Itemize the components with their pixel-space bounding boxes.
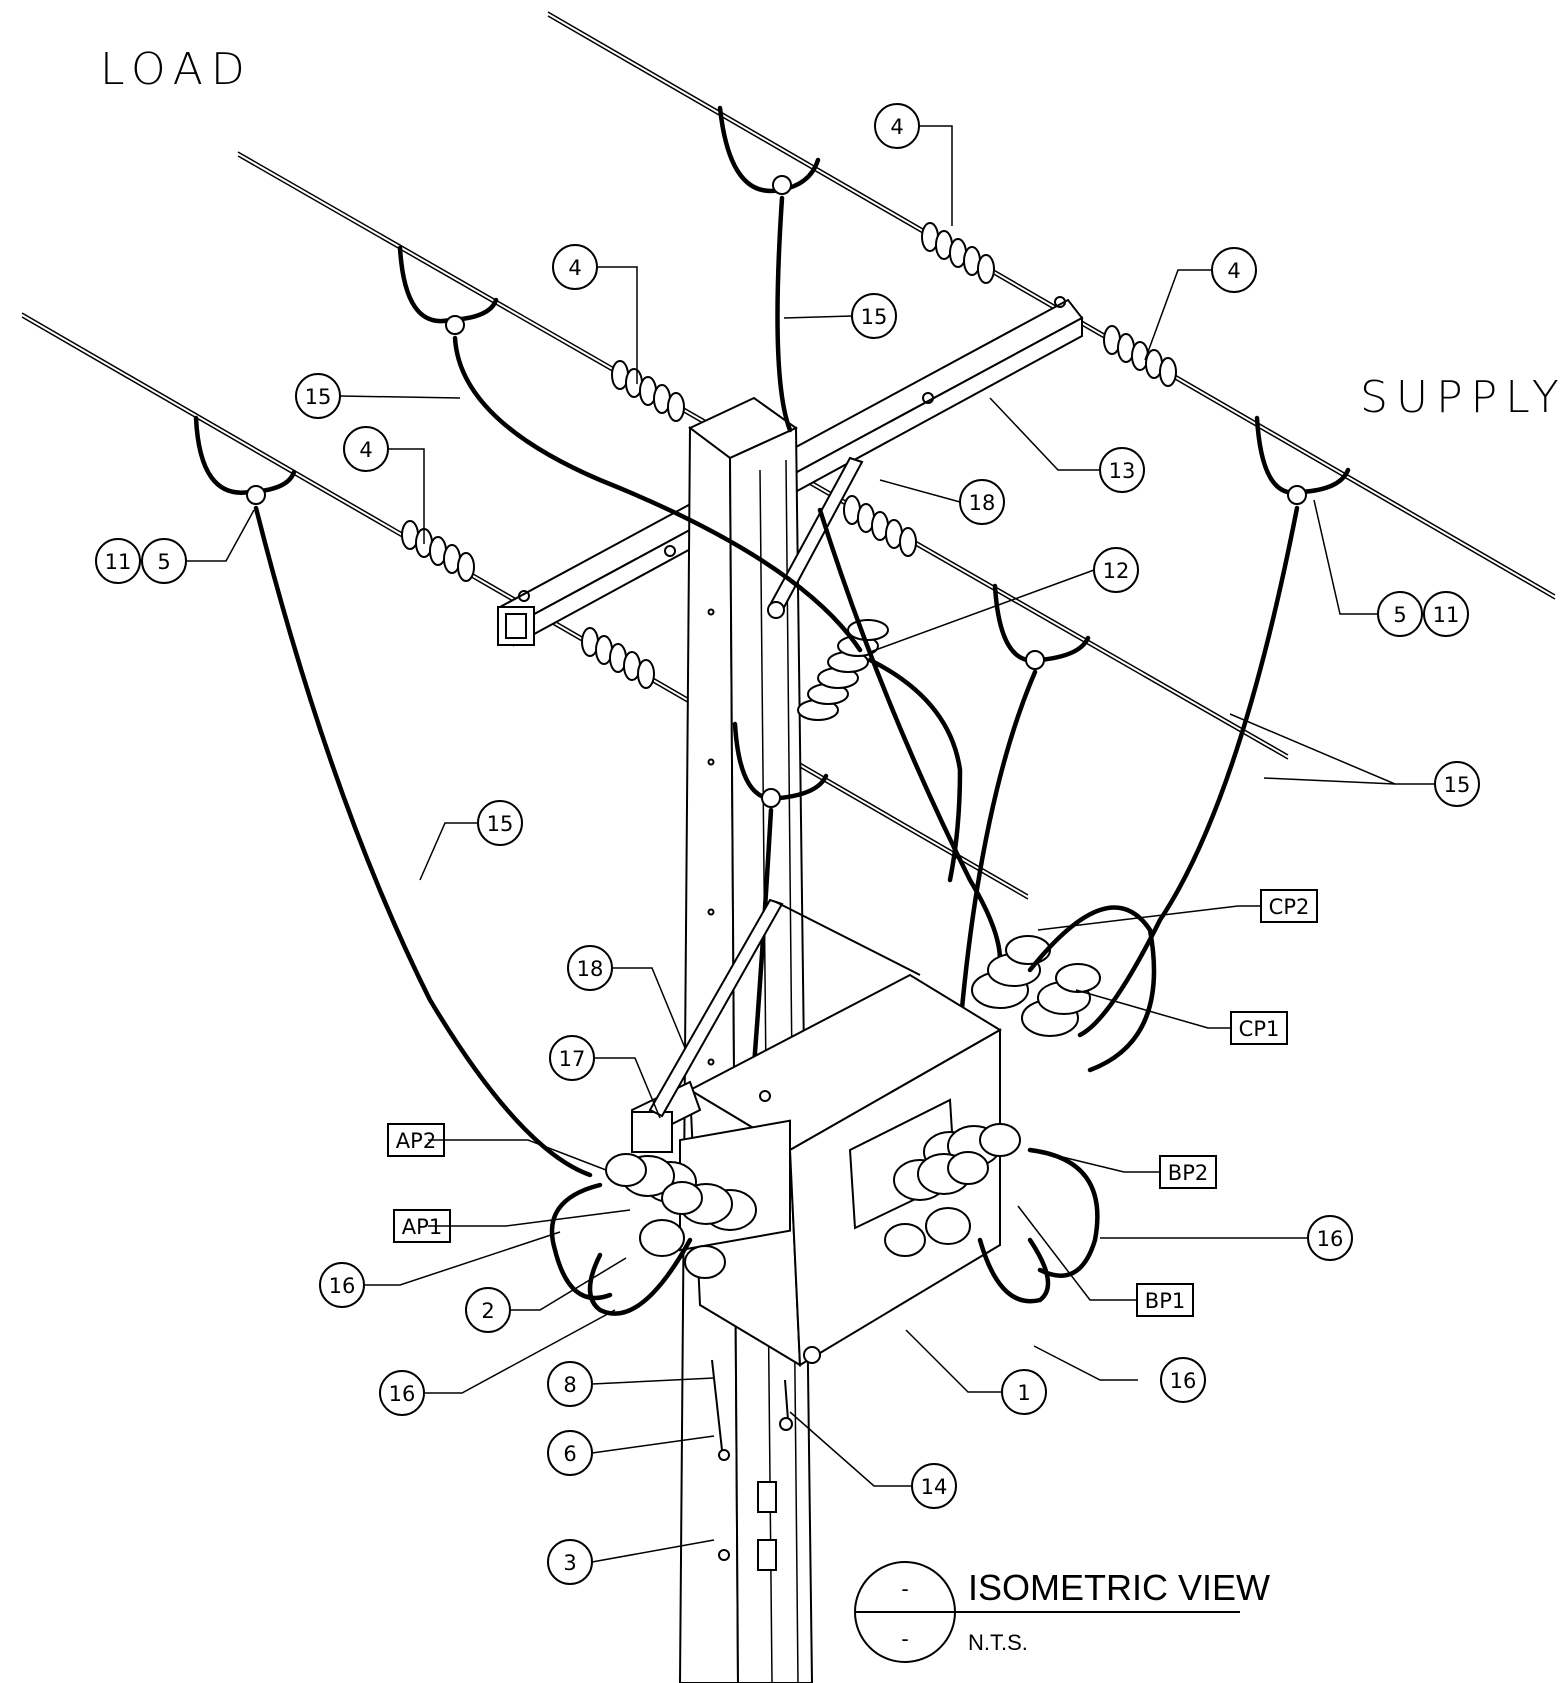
svg-text:17: 17: [559, 1047, 586, 1071]
svg-text:16: 16: [1317, 1227, 1344, 1251]
callout-13: 13: [1099, 447, 1145, 493]
clamps: [246, 175, 1307, 808]
supply-label: SUPPLY: [1360, 372, 1564, 423]
callout-14: 14: [911, 1463, 957, 1509]
callout-4: 4: [1211, 247, 1257, 293]
callout-16: 16: [1160, 1357, 1206, 1403]
callout-5: 5: [1377, 591, 1423, 637]
title-ref-bottom: -: [901, 1626, 908, 1651]
callout-4: 4: [552, 244, 598, 290]
svg-text:3: 3: [563, 1551, 576, 1575]
callout-16: 16: [379, 1370, 425, 1416]
scale-note: N.T.S.: [968, 1630, 1028, 1655]
bushing-bp1: [893, 1151, 989, 1201]
svg-text:5: 5: [157, 550, 170, 574]
svg-text:4: 4: [359, 438, 372, 462]
svg-text:14: 14: [921, 1475, 948, 1499]
tag-bp1: BP1: [1136, 1283, 1194, 1317]
svg-text:16: 16: [389, 1382, 416, 1406]
callout-bubbles: 4 4 4 4 15 15 15 15 13 18 18 12 11 5 5 1…: [95, 103, 1480, 1585]
leader-lines: [186, 125, 1435, 1563]
svg-text:AP1: AP1: [402, 1215, 442, 1239]
svg-text:4: 4: [1227, 259, 1240, 283]
svg-text:16: 16: [1170, 1369, 1197, 1393]
callout-6: 6: [547, 1430, 593, 1476]
svg-text:CP2: CP2: [1269, 895, 1310, 919]
callout-12: 12: [1093, 547, 1139, 593]
svg-text:2: 2: [481, 1299, 494, 1323]
bushing-ap1: [661, 1181, 757, 1231]
svg-text:8: 8: [563, 1373, 576, 1397]
boxed-tags: CP2 CP1 AP2 AP1 BP2 BP1: [387, 889, 1318, 1317]
svg-text:BP1: BP1: [1145, 1289, 1185, 1313]
svg-text:18: 18: [577, 957, 604, 981]
callout-11: 11: [95, 538, 141, 584]
view-title: ISOMETRIC VIEW: [968, 1567, 1270, 1608]
insulator-top-right: [1103, 325, 1177, 387]
bushing-cp1: [1021, 963, 1101, 1037]
crossarm-brace: [767, 456, 864, 619]
callout-16: 16: [319, 1262, 365, 1308]
svg-text:CP1: CP1: [1239, 1017, 1280, 1041]
svg-text:15: 15: [487, 812, 514, 836]
svg-text:13: 13: [1109, 459, 1136, 483]
callout-15: 15: [851, 293, 897, 339]
callout-15: 15: [295, 373, 341, 419]
svg-text:6: 6: [563, 1442, 576, 1466]
pole-hardware: [711, 1359, 793, 1571]
insulator-top-left: [921, 222, 995, 284]
callout-4: 4: [343, 426, 389, 472]
callout-18: 18: [567, 945, 613, 991]
bushings: [605, 935, 1101, 1279]
callout-2: 2: [465, 1287, 511, 1333]
tag-bp2: BP2: [1159, 1155, 1217, 1189]
callout-15: 15: [477, 800, 523, 846]
callout-18: 18: [959, 479, 1005, 525]
svg-text:16: 16: [329, 1274, 356, 1298]
callout-4: 4: [874, 103, 920, 149]
svg-text:18: 18: [969, 491, 996, 515]
svg-text:11: 11: [1433, 603, 1460, 627]
load-label: LOAD: [100, 44, 253, 95]
svg-text:15: 15: [305, 385, 332, 409]
svg-text:BP2: BP2: [1168, 1161, 1208, 1185]
tag-cp1: CP1: [1230, 1011, 1288, 1045]
callout-11: 11: [1423, 591, 1469, 637]
svg-text:5: 5: [1393, 603, 1406, 627]
callout-17: 17: [549, 1035, 595, 1081]
svg-text:4: 4: [568, 256, 581, 280]
tag-ap2: AP2: [387, 1123, 445, 1157]
bushing-a-lower: [639, 1219, 726, 1279]
svg-text:4: 4: [890, 115, 903, 139]
callout-1: 1: [1001, 1369, 1047, 1415]
tag-cp2: CP2: [1260, 889, 1318, 923]
title-block: - - ISOMETRIC VIEW N.T.S.: [854, 1561, 1270, 1663]
insulator-low-left: [401, 520, 475, 582]
svg-text:11: 11: [105, 550, 132, 574]
callout-8: 8: [547, 1361, 593, 1407]
insulator-low-right: [581, 627, 655, 689]
title-ref-top: -: [901, 1576, 908, 1601]
svg-text:15: 15: [1444, 773, 1471, 797]
callout-5: 5: [141, 538, 187, 584]
svg-text:15: 15: [861, 305, 888, 329]
svg-text:12: 12: [1103, 559, 1130, 583]
insulator-mid-left: [611, 360, 685, 422]
callout-16: 16: [1307, 1215, 1353, 1261]
callout-15: 15: [1434, 761, 1480, 807]
insulator-mid-right: [843, 495, 917, 557]
svg-text:AP2: AP2: [396, 1129, 436, 1153]
bushing-b-lower: [884, 1207, 971, 1257]
callout-3: 3: [547, 1539, 593, 1585]
tag-ap1: AP1: [393, 1209, 451, 1243]
svg-text:1: 1: [1017, 1381, 1030, 1405]
